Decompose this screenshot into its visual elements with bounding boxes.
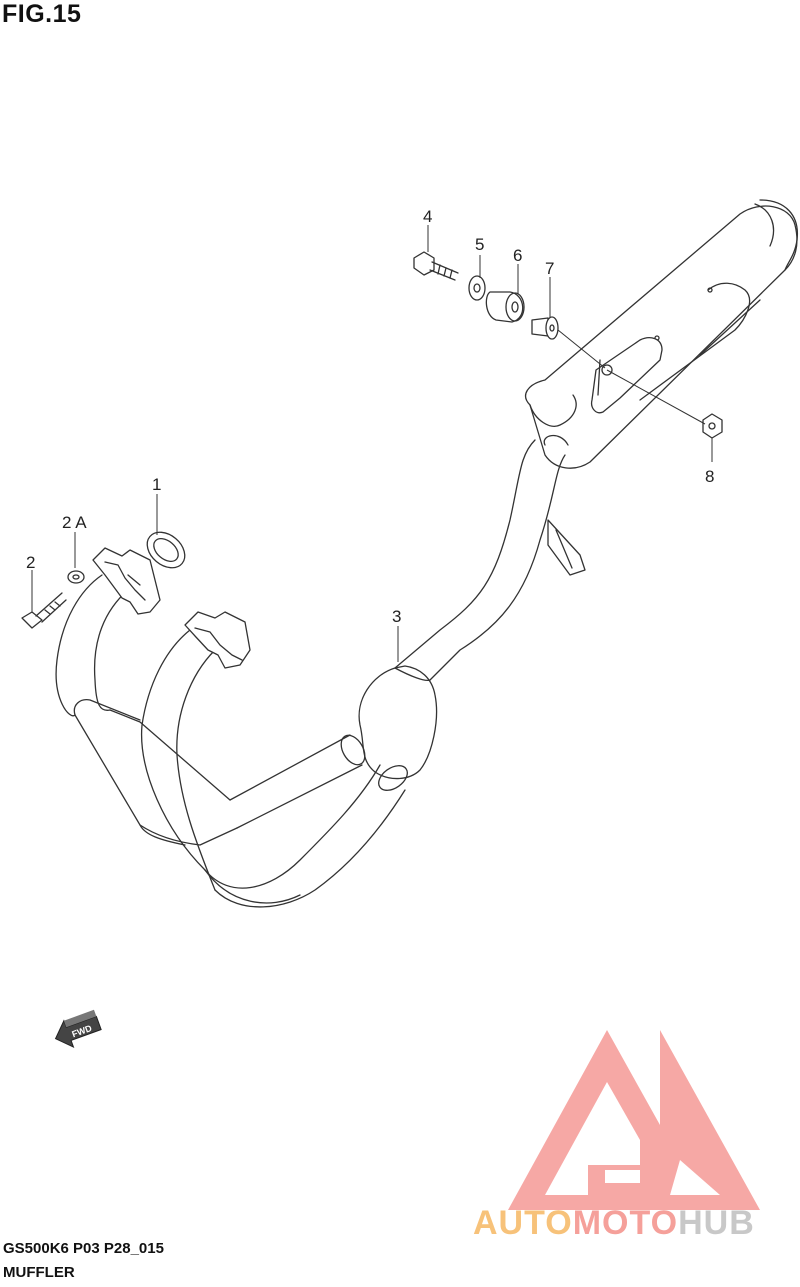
- diagram-name: MUFFLER: [3, 1264, 75, 1281]
- washer-5: [468, 275, 486, 301]
- callout-7: 6: [513, 246, 522, 265]
- callout-4: 4: [423, 207, 432, 226]
- callout-1: 1: [152, 475, 161, 494]
- gasket-ring: [146, 531, 186, 569]
- leader-lines: [31, 225, 713, 662]
- fwd-arrow-icon: FWD: [54, 1009, 102, 1049]
- callout-labels: 1 2 2 A 3 4 5 6 7 8: [26, 207, 714, 626]
- exhaust-flange-left: [92, 547, 161, 615]
- bolt-2: [21, 592, 67, 629]
- watermark-hub: HUB: [678, 1204, 755, 1242]
- figure-title: FIG.15: [2, 0, 82, 28]
- collar-6: [531, 316, 559, 340]
- callout-3: 3: [392, 607, 401, 626]
- callout-2a: 2 A: [62, 513, 87, 532]
- muffler-body: [525, 199, 798, 469]
- callout-6: 7: [545, 259, 554, 278]
- callout-5: 5: [475, 235, 484, 254]
- exhaust-flange-right: [184, 611, 251, 669]
- muffler-bracket: [590, 337, 663, 414]
- watermark-text: AUTOMOTOHUB: [473, 1204, 755, 1243]
- callout-2: 2: [26, 553, 35, 572]
- watermark-logo-icon: [508, 1030, 760, 1210]
- watermark-auto: AUTO: [473, 1204, 573, 1242]
- watermark-moto: MOTO: [572, 1204, 679, 1242]
- washer-2a: [67, 570, 85, 584]
- diagram-code: GS500K6 P03 P28_015: [3, 1240, 164, 1257]
- bushing-7: [485, 291, 525, 323]
- callout-8: 8: [705, 467, 714, 486]
- bolt-4: [413, 251, 459, 281]
- nut-8: [702, 413, 723, 439]
- exhaust-pipe-assembly: [55, 434, 586, 908]
